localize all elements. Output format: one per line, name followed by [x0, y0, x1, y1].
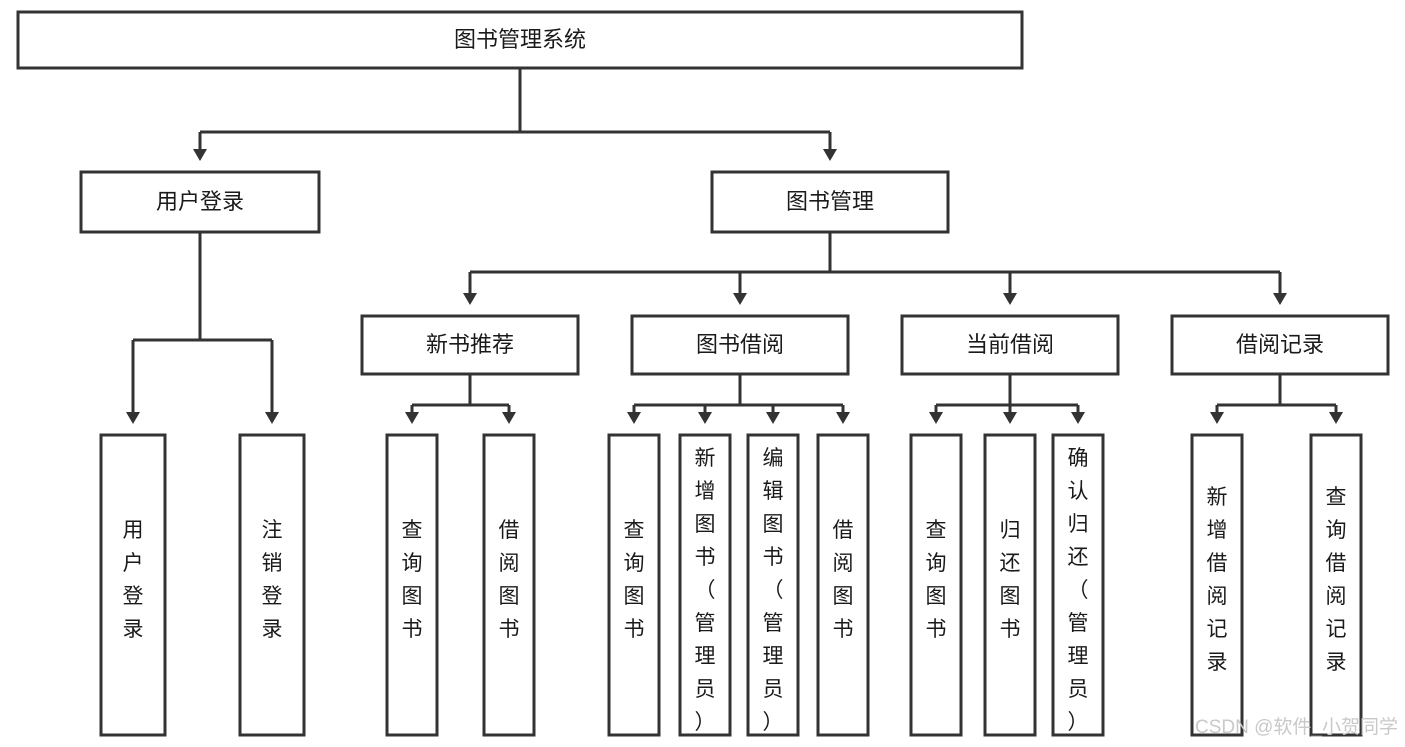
leaf-node-label: 归还图书: [1000, 519, 1021, 641]
leaf-node[interactable]: 借阅图书: [816, 433, 870, 737]
node-root[interactable]: 图书管理系统: [16, 10, 1024, 70]
node-new-book-rec-box[interactable]: [360, 314, 580, 376]
node-root-box[interactable]: [16, 10, 1024, 70]
node-book-borrow[interactable]: 图书借阅: [630, 314, 850, 376]
node-user-login-label: 用户登录: [156, 189, 244, 214]
node-borrow-record-box[interactable]: [1170, 314, 1390, 376]
connector-userlogin-to-leaves: [126, 232, 279, 424]
leaf-node[interactable]: 借阅图书: [482, 433, 536, 737]
leaf-node-label: 注销登录: [262, 519, 283, 641]
leaf-node-label: 查询图书: [926, 519, 947, 641]
connector-newbook-to-leaves: [405, 374, 516, 424]
node-new-book-rec[interactable]: 新书推荐: [360, 314, 580, 376]
leaf-node-box[interactable]: [1309, 433, 1363, 737]
leaf-node-box[interactable]: [909, 433, 963, 737]
leaf-node-box[interactable]: [607, 433, 661, 737]
leaf-node-box[interactable]: [99, 433, 167, 737]
node-layer: 图书管理系统 用户登录 图书管理 新书推荐 图书借阅: [16, 10, 1390, 737]
node-book-borrow-label: 图书借阅: [696, 332, 784, 357]
leaf-node-label: 用户登录: [123, 519, 144, 641]
connector-layer: [126, 68, 1343, 424]
leaf-node-box[interactable]: [746, 433, 800, 737]
node-book-borrow-box[interactable]: [630, 314, 850, 376]
leaf-node-box[interactable]: [482, 433, 536, 737]
node-user-login[interactable]: 用户登录: [79, 170, 321, 234]
leaf-node-label: 编辑图书（管理员）: [763, 447, 784, 734]
node-borrow-record-label: 借阅记录: [1236, 332, 1324, 357]
leaf-node-label: 查询借阅记录: [1326, 486, 1347, 674]
leaf-node[interactable]: 查询借阅记录: [1309, 433, 1363, 737]
leaf-node-box[interactable]: [385, 433, 439, 737]
leaf-node[interactable]: 注销登录: [238, 433, 306, 737]
node-book-manage[interactable]: 图书管理: [710, 170, 950, 234]
leaf-node[interactable]: 查询图书: [607, 433, 661, 737]
leaf-node-box[interactable]: [678, 433, 732, 737]
leaf-node[interactable]: 编辑图书（管理员）: [746, 433, 800, 737]
node-book-manage-box[interactable]: [710, 170, 950, 234]
leaf-node[interactable]: 归还图书: [983, 433, 1037, 737]
leaf-node[interactable]: 用户登录: [99, 433, 167, 737]
leaf-node-box[interactable]: [1190, 433, 1244, 737]
leaf-node-label: 查询图书: [624, 519, 645, 641]
leaf-node-label: 新增借阅记录: [1207, 486, 1228, 674]
leaf-node-box[interactable]: [238, 433, 306, 737]
leaf-node-label: 确认归还（管理员）: [1068, 447, 1089, 734]
node-book-manage-label: 图书管理: [786, 189, 874, 214]
node-current-borrow-box[interactable]: [900, 314, 1120, 376]
connector-bookmanage-to-level3: [463, 232, 1287, 305]
node-current-borrow-label: 当前借阅: [966, 332, 1054, 357]
leaf-node[interactable]: 查询图书: [909, 433, 963, 737]
node-root-label: 图书管理系统: [454, 27, 586, 52]
leaf-node-label: 新增图书（管理员）: [695, 447, 716, 734]
node-borrow-record[interactable]: 借阅记录: [1170, 314, 1390, 376]
leaf-node[interactable]: 查询图书: [385, 433, 439, 737]
node-user-login-box[interactable]: [79, 170, 321, 234]
leaf-node-label: 查询图书: [402, 519, 423, 641]
leaf-node-label: 借阅图书: [499, 519, 520, 641]
node-current-borrow[interactable]: 当前借阅: [900, 314, 1120, 376]
connector-borrowrecord-to-leaves: [1210, 374, 1343, 424]
node-new-book-rec-label: 新书推荐: [426, 332, 514, 357]
leaf-node[interactable]: 新增借阅记录: [1190, 433, 1244, 737]
connector-currentborrow-to-leaves: [929, 374, 1085, 424]
leaf-node-label: 借阅图书: [833, 519, 854, 641]
leaf-node[interactable]: 确认归还（管理员）: [1051, 433, 1105, 737]
leaf-node-layer: 用户登录 注销登录 查询图书 借阅图书 查询图书 新增图书（管理员） 编辑图书（管理员） 借阅…: [99, 433, 1363, 737]
leaf-node-box[interactable]: [816, 433, 870, 737]
leaf-node-box[interactable]: [1051, 433, 1105, 737]
connector-root-to-level2: [193, 68, 837, 161]
leaf-node-box[interactable]: [983, 433, 1037, 737]
csdn-watermark: CSDN @软件_小贺同学: [1195, 716, 1398, 738]
leaf-node[interactable]: 新增图书（管理员）: [678, 433, 732, 737]
connector-bookborrow-to-leaves: [627, 374, 850, 424]
